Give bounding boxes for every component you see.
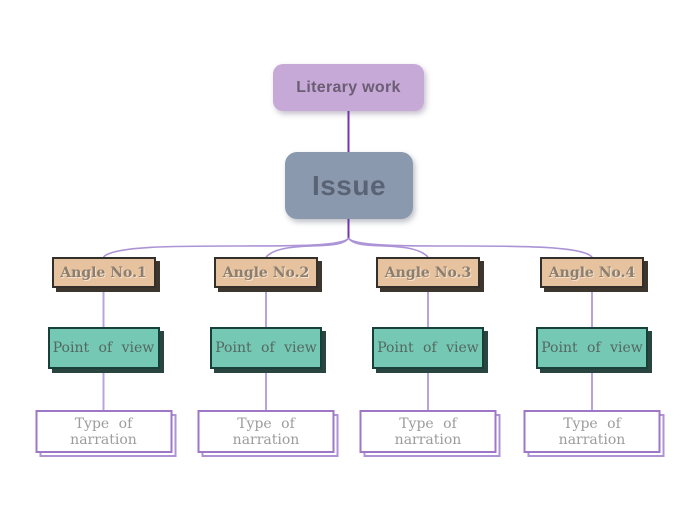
node-angle-2-label: Angle No.2 xyxy=(222,264,310,281)
node-angle-4-label: Angle No.4 xyxy=(548,264,636,281)
node-angle-1[interactable]: Angle No.1 xyxy=(51,257,156,288)
node-type-of-narration-1[interactable]: Type of narration xyxy=(35,410,172,453)
node-type-of-narration-2-label: Type of narration xyxy=(232,415,300,448)
node-point-of-view-3[interactable]: Point of view xyxy=(372,327,484,369)
node-angle-3[interactable]: Angle No.3 xyxy=(376,257,480,288)
edge-issue-to-angle-2 xyxy=(265,237,350,258)
node-angle-4[interactable]: Angle No.4 xyxy=(540,257,644,288)
node-point-of-view-2-label: Point of view xyxy=(215,340,317,356)
node-point-of-view-4[interactable]: Point of view xyxy=(536,327,648,369)
node-angle-3-label: Angle No.3 xyxy=(384,264,472,281)
node-point-of-view-2[interactable]: Point of view xyxy=(210,327,322,369)
node-type-of-narration-3-label: Type of narration xyxy=(394,415,462,448)
node-type-of-narration-4-label: Type of narration xyxy=(558,415,626,448)
node-point-of-view-4-label: Point of view xyxy=(541,340,643,356)
node-issue[interactable]: Issue xyxy=(285,152,413,219)
node-point-of-view-3-label: Point of view xyxy=(377,340,479,356)
edge-issue-to-angle-4 xyxy=(347,237,593,258)
node-angle-1-label: Angle No.1 xyxy=(60,264,147,281)
node-type-of-narration-1-label: Type of narration xyxy=(70,415,137,448)
node-literary-work[interactable]: Literary work xyxy=(273,64,424,111)
node-issue-label: Issue xyxy=(311,169,387,201)
edge-issue-to-angle-1 xyxy=(102,237,350,258)
edge-issue-to-angle-3 xyxy=(347,237,429,258)
node-point-of-view-1[interactable]: Point of view xyxy=(47,327,160,369)
node-type-of-narration-2[interactable]: Type of narration xyxy=(197,410,335,453)
node-angle-2[interactable]: Angle No.2 xyxy=(214,257,318,288)
node-type-of-narration-4[interactable]: Type of narration xyxy=(523,410,661,453)
node-literary-work-label: Literary work xyxy=(296,78,401,96)
node-point-of-view-1-label: Point of view xyxy=(52,340,155,356)
node-type-of-narration-3[interactable]: Type of narration xyxy=(359,410,497,453)
